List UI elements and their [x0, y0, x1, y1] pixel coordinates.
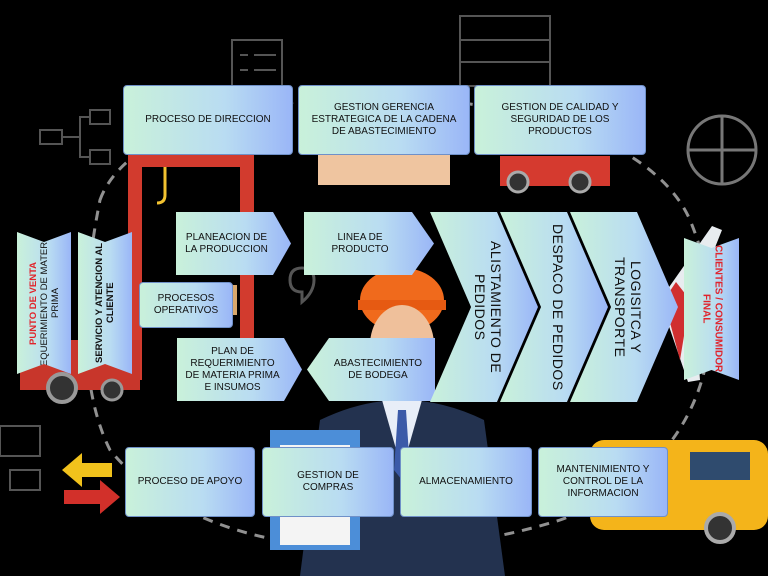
hand-illustration: [318, 155, 450, 185]
globe-box-icon: [686, 114, 758, 186]
punto-venta-subtitle: REQUERIMIENTO DE MATERIA PRIMA: [38, 232, 61, 374]
truck-wheel-2: [568, 170, 592, 194]
flowchart-icon: [39, 109, 111, 165]
clientes-label: CLIENTES / CONSUMIDOR FINAL: [700, 245, 724, 373]
gestion-compras-label: GESTION DE COMPRAS: [297, 470, 359, 493]
mantenimiento-label: MANTENIMIENTO Y CONTROL DE LA INFORMACIO…: [556, 464, 650, 499]
servicio-cliente-chevron: SERVICIO Y ATENCION AL CLIENTE: [78, 232, 132, 374]
punto-venta-title: PUNTO DE VENTA: [27, 261, 39, 345]
gestion-gerencia-label: GESTION GERENCIA ESTRATEGICA DE LA CADEN…: [311, 102, 457, 137]
abastecimiento-bodega-arrow: ABASTECIMIENTO DE BODEGA: [307, 338, 435, 401]
gestion-compras-box: GESTION DE COMPRAS: [262, 447, 394, 517]
mantenimiento-box: MANTENIMIENTO Y CONTROL DE LA INFORMACIO…: [538, 447, 668, 517]
abastecimiento-bodega-label: ABASTECIMIENTO DE BODEGA: [333, 357, 423, 381]
despaco-label: DESPACO DE PEDIDOS: [550, 223, 566, 391]
proceso-direccion-label: PROCESO DE DIRECCION: [145, 114, 271, 125]
alistamiento-label: ALISTAMIENTO DE PEDIDOS: [472, 240, 504, 374]
gestion-calidad-box: GESTION DE CALIDAD Y SEGURIDAD DE LOS PR…: [474, 85, 646, 155]
proceso-apoyo-box: PROCESO DE APOYO: [125, 447, 255, 517]
arrow-right-icon: [64, 480, 120, 514]
crane-hook-icon: [156, 167, 167, 205]
despaco-text: DESPACO DE PEDIDOS: [550, 224, 566, 391]
logistica-text: LOGISITCA Y TRANSPORTE: [612, 212, 644, 402]
van-window: [690, 452, 750, 480]
servicio-cliente-label: SERVICIO Y ATENCION AL CLIENTE: [94, 243, 116, 364]
clientes-text: CLIENTES / CONSUMIDOR FINAL: [700, 238, 724, 380]
gestion-calidad-label: GESTION DE CALIDAD Y SEGURIDAD DE LOS PR…: [501, 102, 619, 137]
proceso-apoyo-label: PROCESO DE APOYO: [137, 476, 243, 487]
linea-producto-label: LINEA DE PRODUCTO: [331, 231, 389, 255]
crane-beam: [128, 155, 254, 167]
alistamiento-text: ALISTAMIENTO DE PEDIDOS: [472, 212, 504, 402]
logistica-label: LOGISITCA Y TRANSPORTE: [612, 256, 644, 358]
punto-venta-chevron: PUNTO DE VENTA REQUERIMIENTO DE MATERIA …: [17, 232, 71, 374]
planeacion-produccion-label: PLANEACION DE LA PRODUCCION: [185, 231, 268, 255]
forklift-wheel: [46, 372, 78, 404]
procesos-operativos-label: PROCESOS OPERATIVOS: [153, 293, 219, 316]
plan-requerimiento-label: PLAN DE REQUERIMIENTO DE MATERIA PRIMA E…: [185, 345, 280, 393]
linea-producto-arrow: LINEA DE PRODUCTO: [304, 212, 434, 275]
proceso-direccion-box: PROCESO DE DIRECCION: [123, 85, 293, 155]
punto-venta-text: PUNTO DE VENTA REQUERIMIENTO DE MATERIA …: [28, 232, 61, 374]
location-pin-icon: [288, 266, 316, 306]
forklift-wheel-2: [100, 378, 124, 402]
almacenamiento-label: ALMACENAMIENTO: [419, 476, 513, 487]
gestion-gerencia-box: GESTION GERENCIA ESTRATEGICA DE LA CADEN…: [298, 85, 470, 155]
arrow-left-icon: [62, 453, 112, 487]
van-wheel: [704, 512, 736, 544]
plan-requerimiento-arrow: PLAN DE REQUERIMIENTO DE MATERIA PRIMA E…: [177, 338, 302, 401]
truck-wheel: [506, 170, 530, 194]
clientes-chevron: CLIENTES / CONSUMIDOR FINAL: [684, 238, 739, 380]
file-cabinet-icon: [459, 15, 551, 87]
almacenamiento-box: ALMACENAMIENTO: [400, 447, 532, 517]
procesos-operativos-box: PROCESOS OPERATIVOS: [139, 282, 233, 328]
org-chart-icon: [0, 425, 41, 491]
planeacion-produccion-arrow: PLANEACION DE LA PRODUCCION: [176, 212, 291, 275]
servicio-cliente-text: SERVICIO Y ATENCION AL CLIENTE: [94, 232, 116, 374]
checklist-icon: [231, 39, 283, 91]
